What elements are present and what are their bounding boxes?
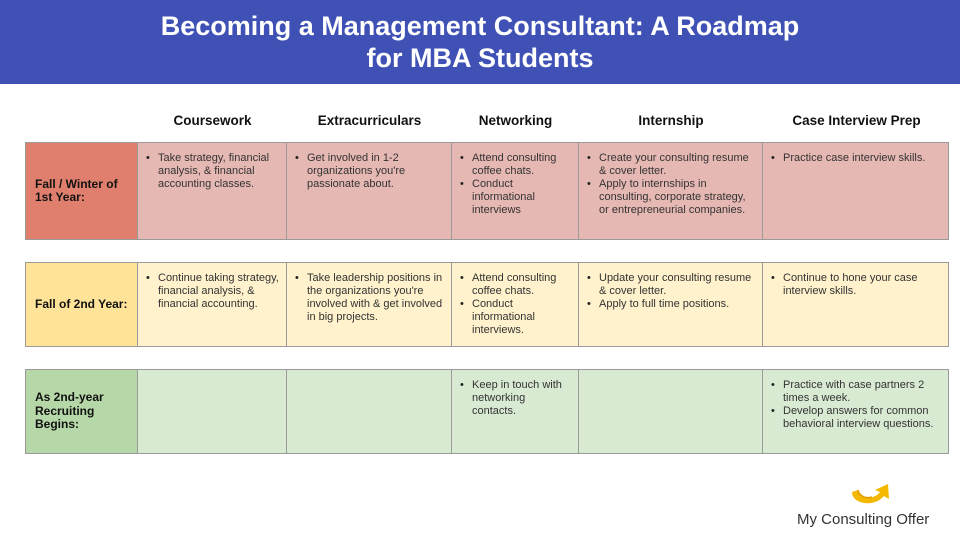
page-title: Becoming a Management Consultant: A Road… [160,11,800,73]
bullet-list: Attend consulting coffee chats.Conduct i… [458,152,572,217]
roadmap-row-2: Fall of 2nd Year: Continue taking strate… [25,262,949,347]
cell-internship [579,370,763,453]
bullet-list: Create your consulting resume & cover le… [585,152,756,217]
bullet-list: Keep in touch with networking contacts. [458,379,572,418]
bullet-item: Continue to hone your case interview ski… [769,272,944,298]
bullet-list: Get involved in 1-2 organizations you're… [293,152,445,191]
bullet-list: Continue to hone your case interview ski… [769,272,944,298]
cell-extracurriculars: Get involved in 1-2 organizations you're… [287,143,452,239]
company-logo: My Consulting Offer [790,478,950,533]
column-header-extracurriculars: Extracurriculars [317,113,422,128]
cell-coursework: Take strategy, financial analysis, & fin… [138,143,287,239]
cell-networking: Keep in touch with networking contacts. [452,370,579,453]
curved-arrow-icon [852,484,889,504]
cell-case-interview-prep: Continue to hone your case interview ski… [763,263,950,346]
cell-case-interview-prep: Practice case interview skills. [763,143,950,239]
cell-networking: Attend consulting coffee chats.Conduct i… [452,143,579,239]
column-header-networking: Networking [478,113,553,128]
row-label: As 2nd-year Recruiting Begins: [26,370,138,453]
bullet-item: Continue taking strategy, financial anal… [144,272,280,311]
column-header-case-interview-prep: Case Interview Prep [792,113,921,128]
cell-coursework [138,370,287,453]
cell-internship: Create your consulting resume & cover le… [579,143,763,239]
bullet-item: Apply to full time positions. [585,298,756,311]
cell-internship: Update your consulting resume & cover le… [579,263,763,346]
roadmap-row-1: Fall / Winter of 1st Year: Take strategy… [25,142,949,240]
row-label: Fall of 2nd Year: [26,263,138,346]
bullet-item: Develop answers for common behavioral in… [769,405,944,431]
bullet-item: Take leadership positions in the organiz… [293,272,445,324]
bullet-list: Take strategy, financial analysis, & fin… [144,152,280,191]
bullet-item: Update your consulting resume & cover le… [585,272,756,298]
bullet-item: Apply to internships in consulting, corp… [585,178,756,217]
title-banner: Becoming a Management Consultant: A Road… [0,0,960,84]
cell-coursework: Continue taking strategy, financial anal… [138,263,287,346]
bullet-item: Practice with case partners 2 times a we… [769,379,944,405]
row-label: Fall / Winter of 1st Year: [26,143,138,239]
bullet-list: Take leadership positions in the organiz… [293,272,445,324]
bullet-item: Create your consulting resume & cover le… [585,152,756,178]
bullet-item: Attend consulting coffee chats. [458,152,572,178]
cell-networking: Attend consulting coffee chats.Conduct i… [452,263,579,346]
bullet-list: Continue taking strategy, financial anal… [144,272,280,311]
cell-case-interview-prep: Practice with case partners 2 times a we… [763,370,950,453]
cell-extracurriculars: Take leadership positions in the organiz… [287,263,452,346]
bullet-item: Get involved in 1-2 organizations you're… [293,152,445,191]
cell-extracurriculars [287,370,452,453]
logo-text: My Consulting Offer [797,511,930,528]
column-header-coursework: Coursework [173,113,252,128]
bullet-item: Conduct informational interviews. [458,298,572,337]
bullet-list: Update your consulting resume & cover le… [585,272,756,311]
bullet-item: Take strategy, financial analysis, & fin… [144,152,280,191]
bullet-list: Practice with case partners 2 times a we… [769,379,944,431]
bullet-item: Keep in touch with networking contacts. [458,379,572,418]
roadmap-row-3: As 2nd-year Recruiting Begins: Keep in t… [25,369,949,454]
bullet-item: Attend consulting coffee chats. [458,272,572,298]
bullet-list: Attend consulting coffee chats.Conduct i… [458,272,572,337]
bullet-list: Practice case interview skills. [769,152,944,165]
column-header-internship: Internship [638,113,704,128]
bullet-item: Practice case interview skills. [769,152,944,165]
bullet-item: Conduct informational interviews [458,178,572,217]
